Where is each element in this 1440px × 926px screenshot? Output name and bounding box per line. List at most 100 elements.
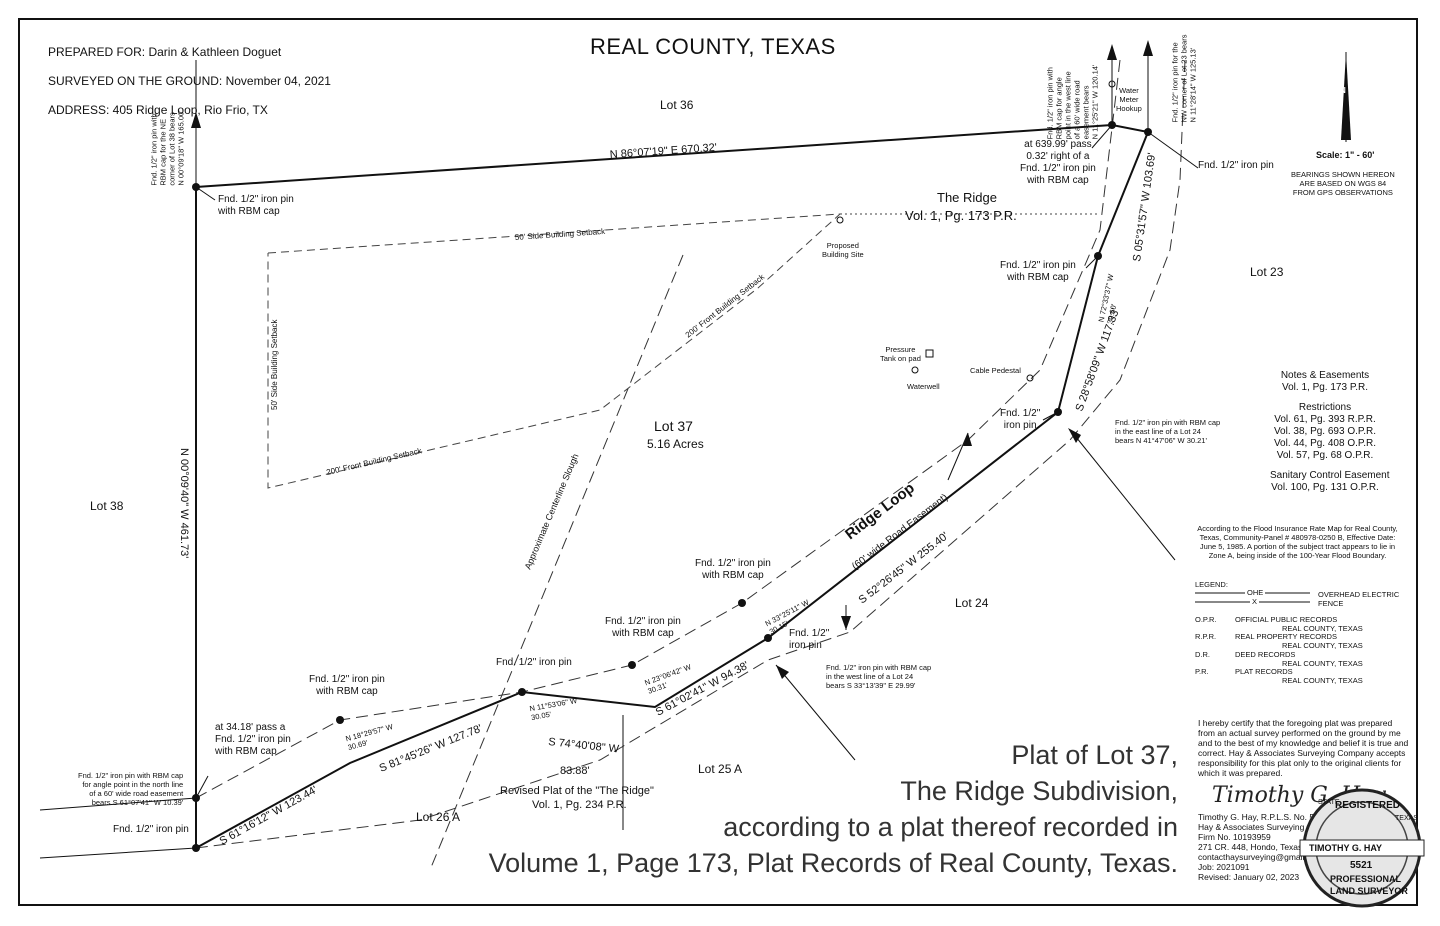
legend-dr-sub: REAL COUNTY, TEXAS	[1282, 659, 1363, 668]
label-pin-ne: Fnd. 1/2" iron pin	[1198, 160, 1274, 171]
legend-opr-sub: REAL COUNTY, TEXAS	[1282, 624, 1363, 633]
prepared-for: PREPARED FOR: Darin & Kathleen Doguet	[48, 45, 282, 59]
note-sw: Fnd. 1/2" iron pin with RBM cap for angl…	[78, 771, 184, 807]
cable-pedestal-label: Cable Pedestal	[970, 366, 1021, 375]
lot-24: Lot 24	[955, 596, 989, 610]
label-pin-road-d: Fnd. 1/2" iron pin with RBM cap	[309, 674, 385, 697]
east-boundary-upper	[1111, 124, 1149, 133]
legend-opr-text: OFFICIAL PUBLIC RECORDS	[1235, 615, 1338, 624]
county-title: REAL COUNTY, TEXAS	[590, 34, 836, 59]
legend-fence: FENCE	[1318, 599, 1344, 608]
legend-dr-text: DEED RECORDS	[1235, 650, 1296, 659]
lot-37-area: 5.16 Acres	[647, 437, 704, 451]
building-setback	[267, 213, 842, 489]
legend-pr-sub: REAL COUNTY, TEXAS	[1282, 676, 1363, 685]
notes-block: Notes & Easements Vol. 1, Pg. 173 P.R. R…	[1270, 370, 1390, 494]
centerline-slough	[429, 254, 684, 871]
restriction-3: Vol. 44, Pg. 408 O.P.R.	[1273, 438, 1377, 449]
lot-23: Lot 23	[1250, 265, 1284, 279]
note-east-line: Fnd. 1/2" iron pin with RBM cap in the e…	[1115, 418, 1221, 445]
restriction-1: Vol. 61, Pg. 393 R.P.R.	[1274, 414, 1376, 425]
pin-road-e	[336, 716, 344, 724]
pin-sw	[192, 844, 200, 852]
plat-title-line-3: according to a plat thereof recorded in	[723, 812, 1178, 842]
scale: Scale: 1" - 60'	[1316, 150, 1375, 160]
surveyor-line-1: Timothy G. Hay, R.P.L.S. No. 5521	[1198, 812, 1329, 822]
building-site-label: Proposed Building Site	[822, 241, 864, 259]
road-south-line	[195, 59, 1186, 849]
legend-pr-text: PLAT RECORDS	[1235, 667, 1293, 676]
pin-ne-pass	[1108, 121, 1116, 129]
building-site-icon	[836, 216, 844, 224]
water-meter-label: Water Meter Hookup	[1116, 86, 1142, 113]
restrictions-heading: Restrictions	[1298, 402, 1352, 413]
legend-fence-symbol: X	[1250, 597, 1260, 606]
setback-side-west: 50' Side Building Setback	[270, 319, 279, 410]
north-boundary	[195, 124, 1113, 188]
pin-east-ridge	[1094, 252, 1102, 260]
certification: I hereby certify that the foregoing plat…	[1198, 718, 1409, 778]
bearing-basis: BEARINGS SHOWN HEREON ARE BASED ON WGS 8…	[1291, 170, 1395, 197]
lot-37: Lot 37	[654, 418, 693, 434]
plat-title-line-2: The Ridge Subdivision,	[900, 776, 1178, 806]
restriction-2: Vol. 38, Pg. 693 O.P.R.	[1273, 426, 1377, 437]
pin-road-d	[518, 688, 526, 696]
surveyor-line-3: Firm No. 10193959	[1198, 832, 1271, 842]
north-label: N	[1340, 86, 1346, 95]
water-meter-icon	[1108, 80, 1116, 88]
pin-road-b	[764, 634, 772, 642]
legend-rpr-sub: REAL COUNTY, TEXAS	[1282, 641, 1363, 650]
revised-plat-name: Revised Plat of the "The Ridge"	[500, 785, 654, 797]
pin-ne	[1144, 128, 1152, 136]
north-arrow-icon	[1341, 52, 1351, 142]
pin-west-pass	[192, 794, 200, 802]
label-pin-ne-pass: at 639.99' pass 0.32' right of a Fnd. 1/…	[1020, 139, 1096, 186]
pin-nw	[192, 183, 200, 191]
label-pin-nw: Fnd. 1/2" iron pin with RBM cap	[218, 194, 294, 217]
east-boundary	[1097, 131, 1149, 257]
legend-ohe-symbol: OHE	[1245, 588, 1266, 597]
legend-dr-abbr: D.R.	[1195, 650, 1210, 659]
lot-26a: Lot 26 A	[416, 810, 461, 824]
surveyed-date: SURVEYED ON THE GROUND: November 04, 202…	[48, 74, 331, 88]
surveyor-block: Timothy G. Hay, R.P.L.S. No. 5521 Hay & …	[1198, 812, 1348, 882]
legend-rpr-text: REAL PROPERTY RECORDS	[1235, 632, 1337, 641]
label-pin-road-c: Fnd. 1/2" iron pin	[496, 657, 572, 668]
surveyor-line-4: 271 CR. 448, Hondo, Texas 78861	[1198, 842, 1329, 852]
note-west-line: Fnd. 1/2" iron pin with RBM cap in the w…	[826, 663, 932, 690]
flood-note: According to the Flood Insurance Rate Ma…	[1197, 524, 1398, 560]
call-west-line: N 00°09'40" W 461.73'	[178, 448, 190, 558]
easements-ref: Vol. 1, Pg. 173 P.R.	[1282, 382, 1368, 393]
surveyor-line-7: Revised: January 02, 2023	[1198, 872, 1300, 882]
legend-pr-abbr: P.R.	[1195, 667, 1209, 676]
label-pin-sw: Fnd. 1/2" iron pin	[113, 824, 189, 835]
pressure-tank-icon	[925, 349, 934, 358]
label-pin-west-pass: at 34.18' pass a Fnd. 1/2" iron pin with…	[215, 722, 291, 757]
pressure-tank-label: Pressure Tank on pad	[880, 345, 921, 363]
pin-road-c	[628, 661, 636, 669]
lot-36: Lot 36	[660, 98, 694, 112]
lot-38: Lot 38	[90, 499, 124, 513]
seal-right: TEXAS	[1395, 815, 1418, 822]
label-pin-east-ridge: Fnd. 1/2" iron pin with RBM cap	[1000, 260, 1076, 283]
easements-heading: Notes & Easements	[1280, 370, 1370, 381]
waterwell-label: Waterwell	[907, 382, 940, 391]
sanitary-heading: Sanitary Control Easement	[1270, 470, 1390, 481]
surveyor-line-6: Job: 2021091	[1198, 862, 1250, 872]
lot-25a: Lot 25 A	[698, 762, 743, 776]
plat-border	[18, 18, 1418, 906]
label-pin-road-b: Fnd. 1/2" iron pin with RBM cap	[605, 616, 681, 639]
seal-bottom-2: LAND SURVEYOR	[1330, 886, 1408, 896]
surveyor-line-2: Hay & Associates Surveying Co.	[1198, 822, 1320, 832]
sanitary-ref: Vol. 100, Pg. 131 O.P.R.	[1271, 482, 1379, 493]
seal-top: REGISTERED	[1335, 800, 1401, 811]
restriction-4: Vol. 57, Pg. 68 O.P.R.	[1276, 450, 1374, 461]
address: ADDRESS: 405 Ridge Loop, Rio Frio, TX	[48, 103, 268, 117]
surveyor-line-5: contacthaysurveying@gmail.com	[1198, 852, 1323, 862]
seal-left: STATE	[1318, 799, 1340, 806]
label-pin-road-a: Fnd. 1/2" iron pin with RBM cap	[695, 558, 771, 581]
pin-road-a	[738, 599, 746, 607]
call-road3-distance: 83.88'	[560, 765, 590, 777]
